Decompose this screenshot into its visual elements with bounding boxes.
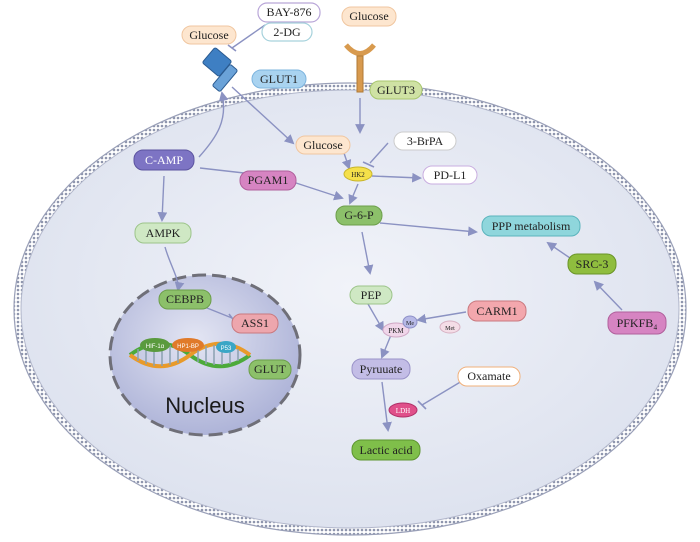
svg-text:PEP: PEP (361, 288, 382, 302)
node-3brpa: 3-BrPA (393, 131, 457, 151)
cytoplasm (20, 89, 680, 529)
svg-text:SRC-3: SRC-3 (576, 257, 609, 271)
node-hif-1a: HIF-1α (140, 338, 170, 352)
svg-text:PKM: PKM (388, 327, 404, 335)
node-g6p: G-6-P (335, 205, 383, 226)
svg-text:2-DG: 2-DG (273, 25, 301, 39)
svg-text:ASS1: ASS1 (241, 316, 269, 330)
svg-text:GLUT3: GLUT3 (377, 83, 415, 97)
node-hk2: HK2 (343, 166, 373, 182)
svg-text:CARM1: CARM1 (476, 304, 517, 318)
node-glucose-intracellular: Glucose (295, 135, 351, 155)
node-carm1: CARM1 (467, 300, 527, 322)
node-me: Me (402, 315, 418, 329)
svg-text:Pyruuate: Pyruuate (360, 362, 403, 376)
svg-text:HP1-BP: HP1-BP (177, 344, 199, 350)
svg-text:PFKFB₄: PFKFB₄ (617, 316, 658, 330)
node-src-3: SRC-3 (567, 253, 617, 275)
svg-text:CEBPB: CEBPB (166, 292, 204, 306)
node-pep: PEP (349, 285, 393, 305)
node-ass1: ASS1 (231, 313, 279, 334)
node-cebpb: CEBPB (158, 289, 212, 310)
svg-text:PPP metabolism: PPP metabolism (492, 219, 571, 233)
svg-text:Glucose: Glucose (189, 28, 228, 42)
svg-text:Lactic acid: Lactic acid (360, 443, 413, 457)
svg-text:HIF-1α: HIF-1α (146, 344, 165, 350)
svg-text:AMPK: AMPK (146, 226, 181, 240)
node-oxamate: Oxamate (457, 366, 521, 387)
node-pyruvate: Pyruuate (351, 358, 411, 380)
node-ppp-metabolism: PPP metabolism (481, 215, 581, 237)
nucleus-label: Nucleus (165, 393, 244, 418)
svg-text:BAY-876: BAY-876 (267, 5, 312, 19)
node-glut1: GLUT1 (251, 69, 307, 89)
svg-text:P53: P53 (221, 346, 232, 352)
node-bay876: BAY-876 (257, 2, 321, 23)
node-met: Met (439, 320, 461, 334)
svg-text:GLUT1: GLUT1 (260, 72, 298, 86)
svg-text:GLUT: GLUT (254, 362, 287, 376)
node-p53: P53 (216, 341, 236, 353)
node-hp1-bp: HP1-BP (172, 338, 204, 352)
node-pgam1: PGAM1 (239, 170, 297, 191)
svg-text:PD-L1: PD-L1 (434, 168, 467, 182)
node-pkm: PKM (382, 322, 410, 338)
svg-text:HK2: HK2 (351, 171, 365, 179)
node-glut: GLUT (248, 359, 292, 380)
svg-text:Me: Me (406, 321, 414, 327)
node-ldh: LDH (388, 402, 418, 418)
node-glucose-extracellular-right: Glucose (341, 6, 397, 27)
inhibitor-bars (227, 44, 427, 410)
svg-text:LDH: LDH (396, 407, 410, 415)
svg-text:Oxamate: Oxamate (467, 369, 510, 383)
node-glucose-extracellular-left: Glucose (181, 25, 237, 45)
node-glut3: GLUT3 (369, 80, 423, 100)
node-ampk: AMPK (134, 222, 192, 244)
svg-text:Glucose: Glucose (303, 138, 342, 152)
svg-text:Met: Met (445, 326, 455, 332)
node-pfkfb4: PFKFB₄ (607, 311, 667, 335)
svg-text:C-AMP: C-AMP (145, 153, 183, 167)
node-c-amp: C-AMP (133, 149, 195, 171)
node-pd-l1: PD-L1 (422, 165, 478, 185)
glut3-transporter (344, 43, 376, 93)
svg-text:Glucose: Glucose (349, 9, 388, 23)
svg-text:3-BrPA: 3-BrPA (407, 134, 444, 148)
svg-text:PGAM1: PGAM1 (248, 173, 289, 187)
glut1-transporter (202, 47, 238, 92)
node-lactic-acid: Lactic acid (351, 439, 421, 461)
svg-text:G-6-P: G-6-P (344, 208, 374, 222)
node-2dg: 2-DG (261, 22, 313, 42)
